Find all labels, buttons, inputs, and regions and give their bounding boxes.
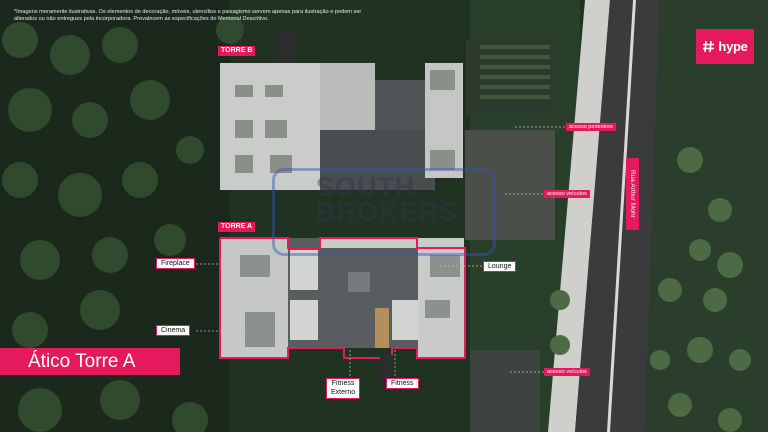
- cinema-label: Cinema: [156, 325, 191, 336]
- fitness-externo-label: Fitness Externo: [326, 378, 361, 399]
- page-title: Ático Torre A: [0, 348, 180, 375]
- torre-b-furniture: [235, 70, 455, 173]
- fitness-label: Fitness: [386, 378, 419, 389]
- acesso-pedestres-label: acesso pedestres: [566, 123, 616, 131]
- watermark: SOUTH BROKERS: [316, 172, 459, 227]
- disclaimer-text: *Imagens meramente ilustrativas. Os elem…: [14, 9, 362, 22]
- street-name-label: Rua Arthur Mohr: [626, 158, 639, 230]
- brand-name: hype: [718, 39, 748, 54]
- highlight-outline: [219, 237, 466, 359]
- trees: [2, 16, 244, 432]
- torre-a-furniture: [240, 255, 460, 347]
- lounge-label: Lounge: [483, 261, 517, 272]
- leader-lines: [196, 126, 566, 380]
- fireplace-label: Fireplace: [156, 258, 195, 269]
- hash-icon: [703, 40, 715, 53]
- torre-b-label: TORRE B: [218, 46, 256, 56]
- torre-a-label: TORRE A: [218, 222, 256, 232]
- acesso-veiculos-label-1: acesso veículos: [544, 190, 590, 198]
- acesso-veiculos-label-2: acesso veículos: [544, 368, 590, 376]
- watermark-line1: SOUTH: [316, 172, 416, 202]
- watermark-frame: [272, 168, 496, 256]
- brand-logo: hype: [696, 29, 754, 64]
- watermark-line2: BROKERS: [316, 197, 459, 227]
- hedge-grid: [480, 45, 550, 99]
